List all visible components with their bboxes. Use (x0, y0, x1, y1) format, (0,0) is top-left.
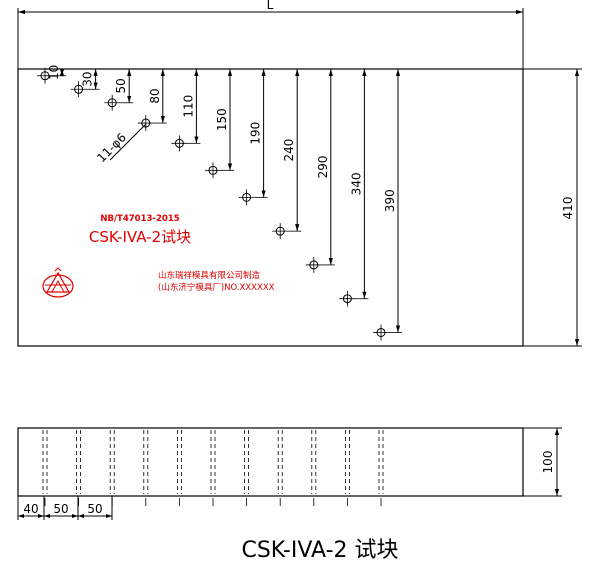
hole-50: 50 (104, 69, 134, 111)
maker-line-1: 山东瑞祥模具有限公司制造 (158, 270, 261, 281)
offset-label-0: 40 (23, 502, 38, 516)
front-view: L 410 10 30 50 80 110 150 190 240 290 340 390 11-φ… (17, 0, 582, 347)
block-name-label: CSK-IVA-2试块 (89, 228, 191, 246)
drawing-title: CSK-IVA-2 试块 (241, 538, 398, 563)
hole-depth-label: 30 (81, 71, 95, 86)
thickness-label: 100 (541, 451, 555, 474)
hole-callout-label: 11-φ6 (94, 130, 129, 165)
offset-label-2: 50 (87, 502, 102, 516)
hole-depth-label: 240 (282, 139, 296, 162)
hole-240: 240 (272, 69, 302, 240)
company-logo (42, 267, 74, 298)
hole-340: 340 (339, 69, 369, 307)
holes-layer: 10 30 50 80 110 150 190 240 290 340 390 (37, 65, 402, 341)
length-label: L (267, 0, 274, 12)
offset-label-1: 50 (53, 502, 68, 516)
side-holes-layer (42, 430, 384, 506)
hole-390: 390 (373, 69, 402, 341)
hole-depth-label: 340 (349, 172, 363, 195)
hole-depth-label: 290 (316, 156, 330, 179)
hole-10: 10 (37, 65, 66, 84)
hole-80: 80 (137, 69, 167, 132)
hole-depth-label: 390 (383, 189, 397, 212)
side-view: 100 40 50 50 (17, 427, 562, 520)
marking: NB/T47013-2015 CSK-IVA-2试块 山东瑞祥模具有限公司制造 … (42, 214, 275, 298)
front-view-outline (17, 68, 524, 347)
hole-depth-label: 190 (249, 122, 263, 145)
hole-depth-label: 50 (114, 78, 128, 93)
height-label: 410 (561, 197, 575, 220)
standard-label: NB/T47013-2015 (100, 214, 179, 224)
hole-110: 110 (171, 69, 201, 152)
maker-line-2: (山东济宁模具厂)NO.XXXXXX (158, 282, 275, 293)
hole-depth-label: 10 (47, 65, 61, 80)
hole-depth-label: 150 (215, 108, 229, 131)
side-view-outline (17, 427, 524, 497)
hole-depth-label: 110 (181, 95, 195, 118)
hole-depth-label: 80 (148, 88, 162, 103)
hole-callout-leader (109, 123, 147, 161)
hole-290: 290 (305, 69, 335, 273)
hole-190: 190 (238, 69, 268, 206)
hole-30: 30 (70, 69, 100, 98)
hole-150: 150 (205, 69, 234, 179)
